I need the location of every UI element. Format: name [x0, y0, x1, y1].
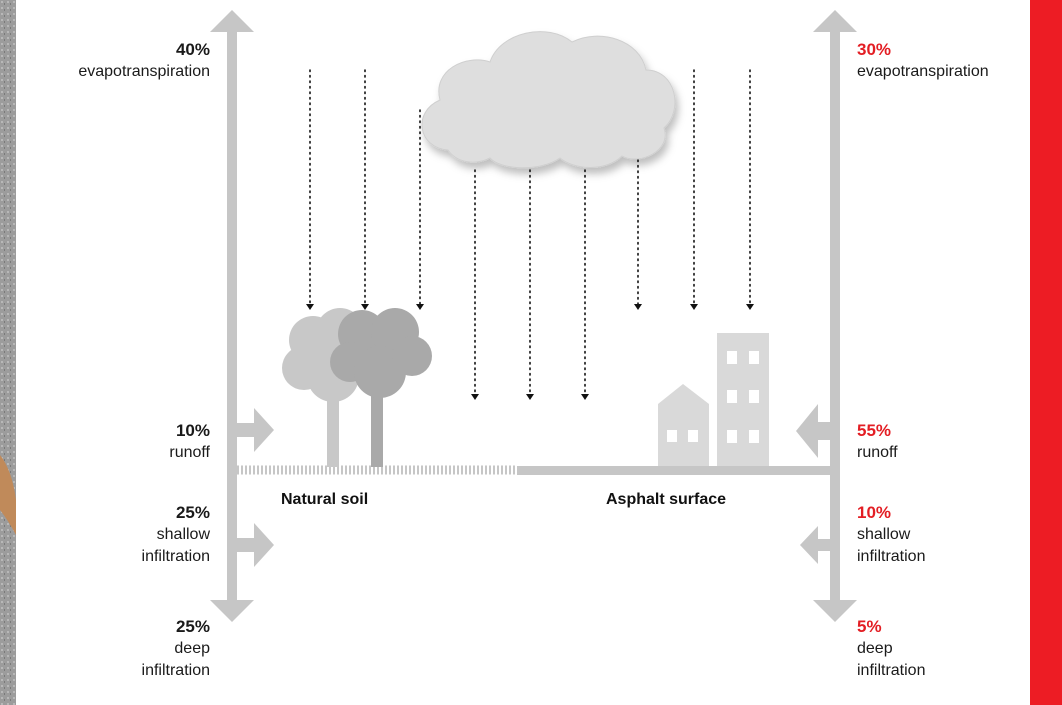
left-vertical-arrow — [210, 10, 254, 622]
natural-shallow-block: 25% shallow infiltration — [142, 502, 210, 568]
right-shallow-arrow — [800, 526, 832, 564]
left-rock-texture — [0, 0, 16, 705]
asphalt-evapotranspiration-label: evapotranspiration — [857, 63, 989, 80]
rain-arrows — [306, 69, 754, 400]
natural-runoff-pct: 10% — [175, 421, 210, 440]
natural-deep-block: 25% deep infiltration — [142, 616, 210, 682]
natural-deep-label-1: deep — [174, 640, 210, 657]
asphalt-runoff-block: 55% runoff — [857, 420, 898, 464]
rain-arrow — [361, 69, 369, 310]
left-runoff-arrow — [237, 408, 274, 452]
asphalt-deep-block: 5% deep infiltration — [857, 616, 925, 682]
tall-building — [717, 333, 769, 466]
right-vertical-arrow — [813, 10, 857, 622]
right-runoff-arrow — [796, 404, 832, 458]
buildings-icon — [658, 333, 769, 466]
rain-arrow — [581, 169, 589, 400]
left-shallow-arrow — [237, 523, 274, 567]
natural-evapotranspiration-block: 40% evapotranspiration — [78, 39, 210, 83]
natural-deep-pct: 25% — [175, 617, 210, 636]
natural-evapotranspiration-label: evapotranspiration — [78, 63, 210, 80]
rain-arrow — [746, 69, 754, 310]
asphalt-evapotranspiration-pct: 30% — [857, 40, 892, 59]
asphalt-runoff-pct: 55% — [857, 421, 892, 440]
rain-arrow — [690, 69, 698, 310]
natural-runoff-label: runoff — [169, 444, 210, 461]
asphalt-shallow-label-1: shallow — [857, 526, 911, 543]
dark-tree — [330, 308, 432, 467]
natural-shallow-label-1: shallow — [156, 526, 210, 543]
rain-arrow — [306, 69, 314, 310]
natural-soil-caption: Natural soil — [281, 491, 369, 508]
rain-arrow — [634, 159, 642, 310]
asphalt-ground — [517, 466, 835, 475]
asphalt-shallow-pct: 10% — [857, 503, 892, 522]
trees-icon — [282, 308, 432, 467]
asphalt-evapotranspiration-block: 30% evapotranspiration — [857, 39, 989, 83]
rain-arrow — [471, 169, 479, 400]
natural-deep-label-2: infiltration — [141, 662, 210, 679]
asphalt-shallow-block: 10% shallow infiltration — [857, 502, 925, 568]
asphalt-deep-pct: 5% — [857, 617, 882, 636]
asphalt-deep-label-1: deep — [857, 640, 893, 657]
cloud-icon — [421, 31, 676, 169]
natural-evapotranspiration-pct: 40% — [175, 40, 210, 59]
asphalt-runoff-label: runoff — [857, 444, 898, 461]
asphalt-surface-caption: Asphalt surface — [606, 491, 727, 508]
asphalt-shallow-label-2: infiltration — [857, 548, 926, 565]
rain-arrow — [526, 169, 534, 400]
natural-shallow-pct: 25% — [175, 503, 210, 522]
natural-runoff-block: 10% runoff — [169, 420, 210, 464]
right-red-band — [1030, 0, 1062, 705]
rain-arrow — [416, 109, 424, 310]
natural-shallow-label-2: infiltration — [141, 548, 210, 565]
small-house — [658, 384, 709, 466]
asphalt-deep-label-2: infiltration — [857, 662, 926, 679]
